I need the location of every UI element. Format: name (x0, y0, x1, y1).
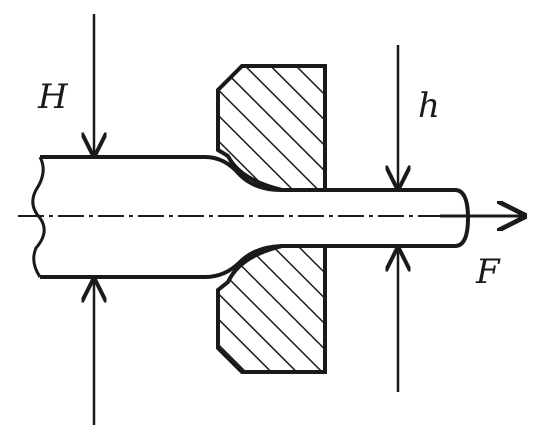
label-h: h (418, 86, 440, 126)
lower-die (216, 244, 327, 374)
label-F: F (475, 252, 501, 292)
label-H: H (37, 77, 69, 117)
workpiece-rounded-end (454, 188, 471, 248)
workpiece-top-edge (40, 155, 455, 192)
workpiece-break-line (31, 156, 46, 278)
workpiece-bottom-edge (40, 244, 455, 279)
